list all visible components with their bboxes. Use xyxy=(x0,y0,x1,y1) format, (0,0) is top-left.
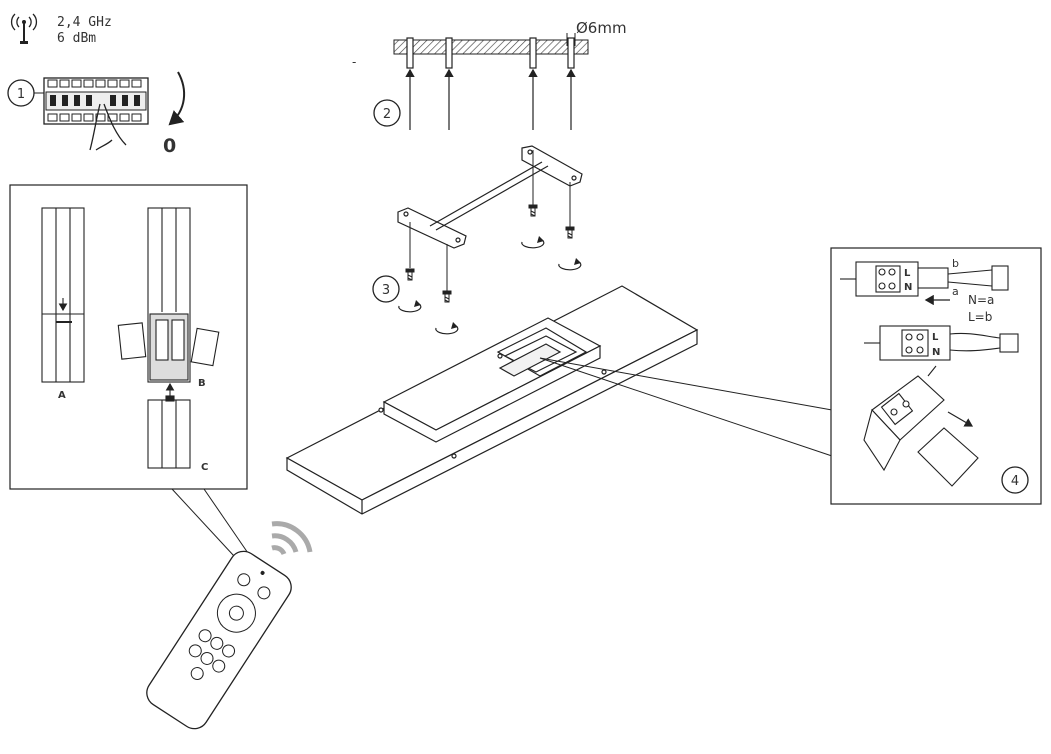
label-a: A xyxy=(58,390,66,401)
switch-off-label: 0 xyxy=(163,135,176,157)
leader-lines xyxy=(539,357,833,457)
terminal-n-label-mid: N xyxy=(932,347,940,358)
terminal-l-label-top: L xyxy=(904,268,911,279)
label-b: B xyxy=(198,378,206,389)
svg-text:2: 2 xyxy=(383,107,391,122)
battery-cover-c xyxy=(147,395,191,469)
svg-text:1: 1 xyxy=(17,87,25,102)
turn-off-arrow-icon xyxy=(168,71,186,126)
dash-mark: - xyxy=(352,55,356,69)
wireless-signal-icon xyxy=(271,521,313,556)
remote-control xyxy=(146,550,292,730)
terminal-n-label-top: N xyxy=(904,282,912,293)
step4-badge: 4 xyxy=(1001,466,1029,494)
antenna-icon xyxy=(10,13,38,44)
svg-text:3: 3 xyxy=(382,283,390,298)
remote-open-b xyxy=(117,207,220,396)
bracket-screws xyxy=(405,150,575,303)
terminal-l-label-mid: L xyxy=(932,332,939,343)
mapping-l-text: L=b xyxy=(968,310,992,324)
wire-b-label: b xyxy=(952,257,959,270)
hole-diameter-callout: Ø6mm xyxy=(566,19,627,46)
slide-arrow-icon xyxy=(947,411,974,427)
power-text: 6 dBm xyxy=(57,31,96,46)
frequency-text: 2,4 GHz xyxy=(57,15,112,30)
connector-housing xyxy=(863,365,979,487)
svg-text:4: 4 xyxy=(1011,474,1019,489)
breaker-panel xyxy=(34,77,149,151)
step1-badge: 1 xyxy=(7,79,35,107)
mapping-n-text: N=a xyxy=(968,293,994,307)
drill-holes xyxy=(405,37,576,130)
svg-text:Ø6mm: Ø6mm xyxy=(576,19,627,37)
wire-a-label: a xyxy=(952,285,959,298)
terminal-block-middle xyxy=(864,325,1019,361)
label-c: C xyxy=(201,462,208,473)
callout-lines xyxy=(171,488,251,557)
lamp-panel xyxy=(285,285,699,515)
rotate-arrow-icon xyxy=(398,235,582,335)
step2-badge: 2 xyxy=(373,99,401,127)
ceiling-slab xyxy=(393,39,589,55)
step3-badge: 3 xyxy=(372,275,400,303)
mounting-bracket xyxy=(397,145,583,249)
remote-closed-a xyxy=(41,207,85,383)
terminal-block-top xyxy=(840,261,1009,297)
